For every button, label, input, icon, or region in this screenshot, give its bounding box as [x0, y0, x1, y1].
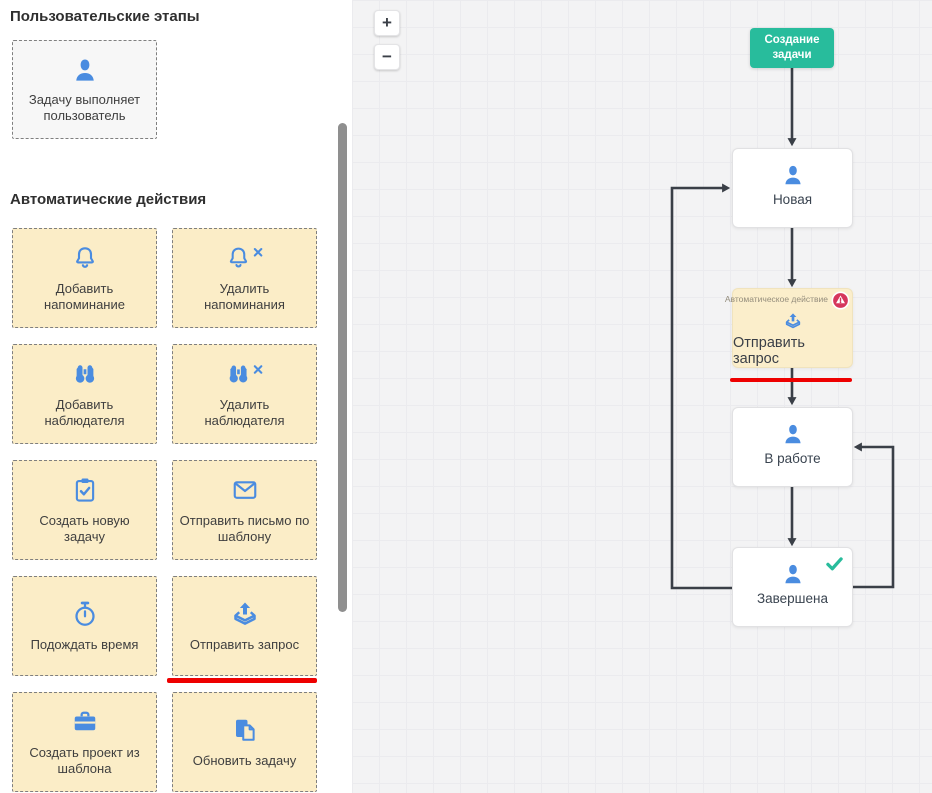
task-check-icon — [70, 475, 100, 505]
action-wait-time[interactable]: Подождать время — [12, 576, 157, 676]
user-icon — [70, 55, 100, 85]
node-start[interactable]: Создание задачи — [750, 28, 834, 68]
node-label: Завершена — [756, 591, 828, 606]
user-stages-title: Пользовательские этапы — [10, 8, 200, 25]
auto-actions-grid: Добавить напоминание Удалить напоминания… — [12, 228, 317, 792]
action-send-request[interactable]: Отправить запрос — [172, 576, 317, 676]
node-label: В работе — [764, 451, 821, 466]
action-send-template-email[interactable]: Отправить письмо по шаблону — [172, 460, 317, 560]
action-add-watcher[interactable]: Добавить наблюдателя — [12, 344, 157, 444]
user-icon — [780, 561, 806, 587]
action-label: Подождать время — [30, 636, 139, 652]
node-label: Отправить запрос — [733, 335, 805, 367]
red-annotation-line-sidebar — [167, 678, 317, 683]
bell-icon — [70, 243, 100, 273]
binoculars-icon — [70, 359, 100, 389]
action-label: Создать проект из шаблона — [29, 744, 140, 776]
send-request-icon — [230, 599, 260, 629]
action-label: Создать новую задачу — [39, 512, 130, 544]
user-icon — [780, 162, 806, 188]
action-label: Отправить запрос — [189, 636, 300, 652]
action-label: Обновить задачу — [192, 752, 297, 768]
action-create-task[interactable]: Создать новую задачу — [12, 460, 157, 560]
action-remove-reminders[interactable]: Удалить напоминания — [172, 228, 317, 328]
action-label: Удалить наблюдателя — [204, 396, 285, 428]
sidebar-scrollbar-thumb[interactable] — [338, 123, 347, 612]
auto-action-header: Автоматическое действие — [724, 294, 828, 304]
zoom-out-button[interactable]: − — [374, 44, 400, 70]
node-completed[interactable]: Завершена — [732, 547, 853, 627]
envelope-icon — [230, 475, 260, 505]
node-auto-action[interactable]: Автоматическое действие Отправить запрос — [725, 288, 853, 368]
warning-badge-icon — [831, 291, 850, 310]
node-label: Новая — [772, 192, 813, 207]
send-request-icon — [780, 311, 806, 331]
auto-actions-title: Автоматические действия — [10, 191, 207, 208]
action-create-project-from-template[interactable]: Создать проект из шаблона — [12, 692, 157, 792]
workflow-canvas[interactable]: + − Создание задачи Новая — [352, 0, 932, 793]
update-task-icon — [230, 715, 260, 745]
stopwatch-icon — [70, 599, 100, 629]
action-update-task[interactable]: Обновить задачу — [172, 692, 317, 792]
action-remove-watcher[interactable]: Удалить наблюдателя — [172, 344, 317, 444]
node-in-progress[interactable]: В работе — [732, 407, 853, 487]
node-new[interactable]: Новая — [732, 148, 853, 228]
action-label: Удалить напоминания — [204, 280, 285, 312]
user-stage-box[interactable]: Задачу выполняет пользователь — [12, 40, 157, 139]
user-stage-label: Задачу выполняет пользователь — [28, 91, 141, 123]
user-icon — [780, 421, 806, 447]
actions-sidebar: Пользовательские этапы Задачу выполняет … — [0, 0, 352, 793]
zoom-in-button[interactable]: + — [374, 10, 400, 36]
briefcase-icon — [70, 707, 100, 737]
binoculars-remove-icon — [229, 364, 263, 383]
completed-check-icon — [824, 553, 845, 574]
action-label: Отправить письмо по шаблону — [179, 512, 310, 544]
bell-remove-icon — [229, 247, 263, 268]
flow-connectors — [670, 67, 895, 590]
action-add-reminder[interactable]: Добавить напоминание — [12, 228, 157, 328]
action-label: Добавить напоминание — [44, 280, 125, 312]
start-label: Создание задачи — [764, 34, 820, 61]
red-annotation-line-canvas — [730, 378, 852, 382]
action-label: Добавить наблюдателя — [44, 396, 125, 428]
